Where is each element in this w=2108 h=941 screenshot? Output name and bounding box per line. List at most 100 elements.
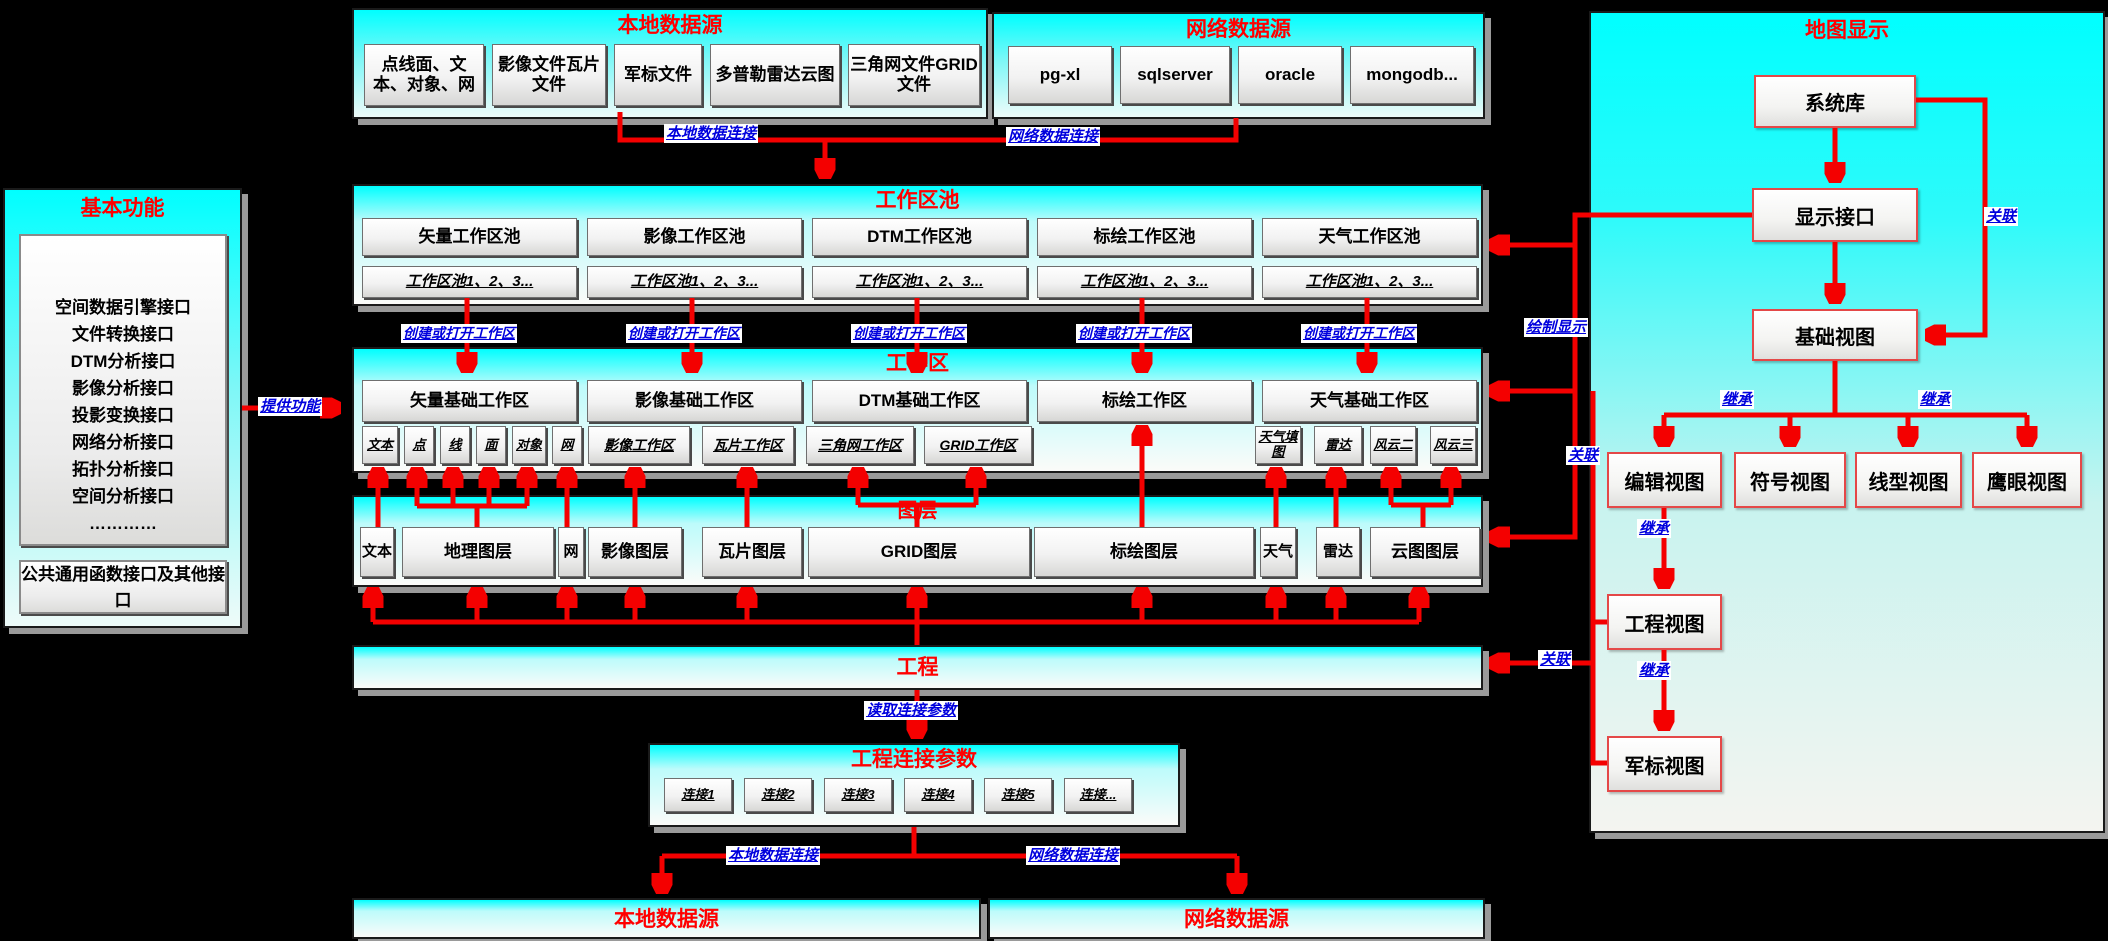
conn-item: 连接3 (824, 778, 892, 812)
local-source-item: 点线面、文本、对象、网 (364, 44, 484, 106)
workspace-sub-item: 天气填图 (1255, 426, 1301, 464)
workspace-sub-item: 文本 (362, 426, 398, 464)
workspace-sub-item: 雷达 (1314, 426, 1362, 464)
label-read-conn-params: 读取连接参数 (864, 701, 959, 720)
local-source-item: 三角网文件GRID文件 (848, 44, 980, 106)
interface-item: 文件转换接口 (72, 325, 174, 344)
workspace-item: 标绘工作区 (1037, 380, 1252, 422)
pool-instances: 工作区池1、2、3... (1262, 266, 1477, 298)
map-box-military-view: 军标视图 (1607, 736, 1722, 792)
workspace-pool-title: 工作区池 (875, 189, 960, 212)
workspace-panel: 工作区 矢量基础工作区 影像基础工作区 DTM基础工作区 标绘工作区 天气基础工… (352, 347, 1483, 473)
label-net-conn-top: 网络数据连接 (1006, 127, 1101, 146)
project-to-layers-bus (373, 590, 1419, 645)
layer-item: 雷达 (1316, 527, 1360, 577)
pool-item: 矢量工作区池 (362, 218, 577, 256)
top-source-connectors (617, 112, 1239, 176)
pool-item: DTM工作区池 (812, 218, 1027, 256)
workspace-item: 矢量基础工作区 (362, 380, 577, 422)
map-box-edit-view: 编辑视图 (1607, 452, 1722, 508)
pool-instances: 工作区池1、2、3... (1037, 266, 1252, 298)
pool-item: 影像工作区池 (587, 218, 802, 256)
label-inherit: 继承 (1637, 519, 1672, 538)
layer-item: 标绘图层 (1034, 527, 1254, 577)
network-source-item: mongodb... (1350, 46, 1474, 104)
interface-item: ………… (89, 514, 157, 533)
layer-item: 地理图层 (402, 527, 554, 577)
label-association: 关联 (1538, 650, 1573, 669)
layer-item: 天气 (1260, 527, 1296, 577)
label-draw-display: 绘制显示 (1524, 318, 1589, 337)
workspace-sub-item: 线 (440, 426, 470, 464)
interface-item: 影像分析接口 (72, 379, 174, 398)
interface-item: 投影变换接口 (72, 406, 174, 425)
conn-item: 连接... (1064, 778, 1132, 812)
map-box-linetype-view: 线型视图 (1855, 452, 1962, 508)
network-source-item: pg-xl (1008, 46, 1112, 104)
map-box-display-interface: 显示接口 (1752, 188, 1918, 242)
workspace-sub-item: 风云二 (1370, 426, 1416, 464)
label-net-conn-bottom: 网络数据连接 (1026, 846, 1121, 865)
label-inherit: 继承 (1637, 661, 1672, 680)
label-create-workspace: 创建或打开工作区 (626, 324, 742, 343)
workspace-sub-item: 三角网工作区 (806, 426, 914, 464)
workspace-sub-item: 对象 (512, 426, 546, 464)
pool-instances: 工作区池1、2、3... (812, 266, 1027, 298)
layers-panel: 图层 文本 地理图层 网 影像图层 瓦片图层 GRID图层 标绘图层 天气 雷达… (352, 495, 1483, 587)
basic-functions-title: 基本功能 (80, 197, 165, 220)
map-display-panel: 地图显示 (1589, 11, 2105, 833)
pool-instances: 工作区池1、2、3... (587, 266, 802, 298)
local-source-item: 军标文件 (614, 44, 702, 106)
label-local-conn-bottom: 本地数据连接 (726, 846, 821, 865)
interface-item: DTM分析接口 (70, 352, 176, 371)
label-inherit: 继承 (1720, 390, 1755, 409)
label-create-workspace: 创建或打开工作区 (1301, 324, 1417, 343)
interface-item: 网络分析接口 (72, 433, 174, 452)
label-create-workspace: 创建或打开工作区 (1076, 324, 1192, 343)
common-interface-box: 公共通用函数接口及其他接口 (19, 560, 227, 614)
pool-item: 标绘工作区池 (1037, 218, 1252, 256)
pool-instances: 工作区池1、2、3... (362, 266, 577, 298)
label-inherit: 继承 (1918, 390, 1953, 409)
workspace-title: 工作区 (886, 352, 949, 375)
interface-item: 空间数据引擎接口 (55, 298, 191, 317)
map-box-project-view: 工程视图 (1607, 594, 1722, 650)
label-association: 关联 (1566, 446, 1601, 465)
conn-item: 连接2 (744, 778, 812, 812)
layer-item: 瓦片图层 (702, 527, 802, 577)
workspace-pool-panel: 工作区池 矢量工作区池 影像工作区池 DTM工作区池 标绘工作区池 天气工作区池… (352, 184, 1483, 306)
project-bar: 工程 (352, 645, 1483, 690)
network-source-panel: 网络数据源 pg-xl sqlserver oracle mongodb... (992, 12, 1485, 119)
local-source-item: 影像文件瓦片文件 (492, 44, 606, 106)
layer-item: GRID图层 (808, 527, 1030, 577)
bottom-local-source-title: 本地数据源 (614, 908, 719, 931)
basic-interface-list: 空间数据引擎接口 文件转换接口 DTM分析接口 影像分析接口 投影变换接口 网络… (19, 234, 227, 546)
workspace-item: 影像基础工作区 (587, 380, 802, 422)
workspace-item: 天气基础工作区 (1262, 380, 1477, 422)
label-create-workspace: 创建或打开工作区 (851, 324, 967, 343)
map-box-system-lib: 系统库 (1754, 75, 1916, 128)
map-display-title: 地图显示 (1805, 19, 1889, 42)
workspace-sub-item: 影像工作区 (588, 426, 690, 464)
network-source-title: 网络数据源 (1186, 18, 1291, 41)
label-provide-function: 提供功能 (258, 397, 323, 416)
bottom-local-source-bar: 本地数据源 (352, 898, 981, 939)
conn-item: 连接1 (664, 778, 732, 812)
conn-params-panel: 工程连接参数 连接1 连接2 连接3 连接4 连接5 连接... (648, 743, 1180, 827)
pool-item: 天气工作区池 (1262, 218, 1477, 256)
workspace-sub-item: 瓦片工作区 (702, 426, 794, 464)
workspace-sub-item: 风云三 (1430, 426, 1476, 464)
interface-item: 空间分析接口 (72, 487, 174, 506)
conn-item: 连接5 (984, 778, 1052, 812)
layer-item: 云图图层 (1370, 527, 1480, 577)
workspace-sub-item: 面 (476, 426, 506, 464)
network-source-item: sqlserver (1120, 46, 1230, 104)
basic-functions-panel: 基本功能 空间数据引擎接口 文件转换接口 DTM分析接口 影像分析接口 投影变换… (3, 188, 242, 628)
workspace-sub-item: 网 (552, 426, 582, 464)
layer-item: 网 (558, 527, 584, 577)
local-source-panel: 本地数据源 点线面、文本、对象、网 影像文件瓦片文件 军标文件 多普勒雷达云图 … (352, 8, 988, 119)
label-create-workspace: 创建或打开工作区 (401, 324, 517, 343)
layer-item: 文本 (360, 527, 394, 577)
bottom-network-source-title: 网络数据源 (1184, 908, 1289, 931)
